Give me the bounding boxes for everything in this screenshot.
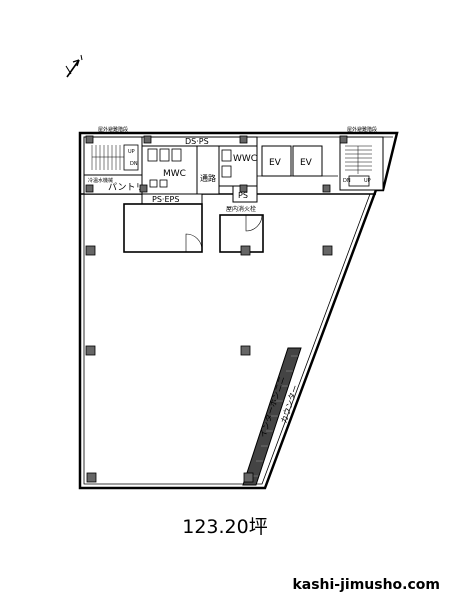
stair-left <box>83 136 143 176</box>
structural-columns <box>85 135 348 483</box>
stair-left-up: UP <box>128 149 135 155</box>
stair-right-note: 屋外避難階段 <box>347 126 377 133</box>
stair-left-note: 屋外避難階段 <box>98 126 128 133</box>
stair-right-up: UP <box>364 178 371 184</box>
cold-heat-label: 冷温水機械 <box>88 177 113 184</box>
site-url: kashi-jimusho.com <box>292 577 440 593</box>
ev2-label: EV <box>300 158 313 168</box>
ev1-label: EV <box>269 158 282 168</box>
passage-label: 通路 <box>200 173 216 183</box>
mwc-label: MWC <box>163 169 186 179</box>
wwc-room <box>218 145 258 187</box>
elevator-2 <box>292 145 323 177</box>
wwc-label: WWC <box>233 154 257 164</box>
floor-area-label: 123.20坪 <box>182 516 268 538</box>
stair-right <box>339 136 384 191</box>
counter-strip <box>242 347 302 486</box>
ps-eps-label: PS·EPS <box>152 195 179 204</box>
storage-room <box>123 203 203 253</box>
hydrant-label: 屋内消火栓 <box>226 205 256 213</box>
pantry-label: パントリー <box>108 182 153 193</box>
stair-right-dn: DN <box>343 178 351 184</box>
ds-ps-label: DS·PS <box>185 137 209 146</box>
ps-label: PS <box>238 191 248 200</box>
elevator-1 <box>261 145 292 177</box>
stair-left-dn: DN <box>130 161 138 167</box>
north-arrow-icon <box>65 54 83 78</box>
